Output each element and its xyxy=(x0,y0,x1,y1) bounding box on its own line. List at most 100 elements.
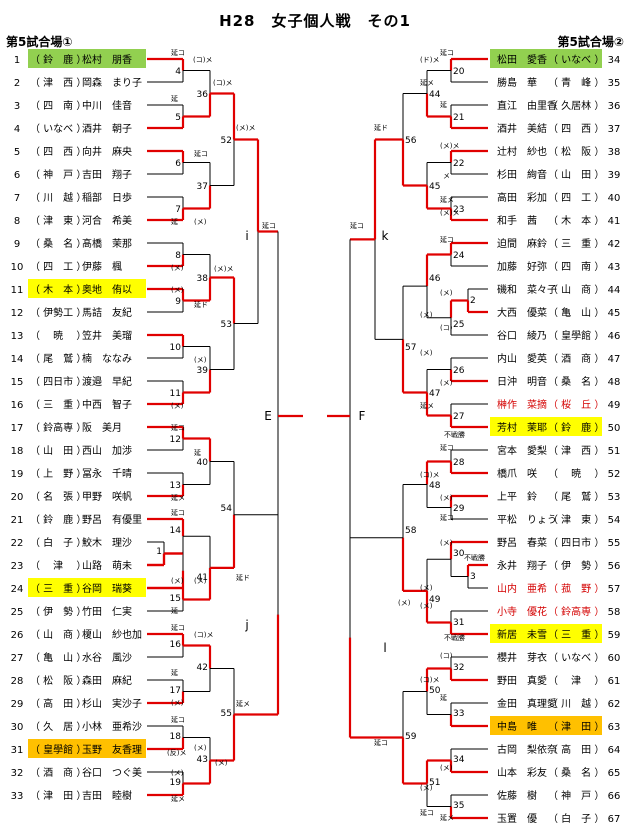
seed-number: 67 xyxy=(608,814,621,825)
team-name: （ 四 工 ） xyxy=(548,192,604,204)
player-name: 松田 愛香 xyxy=(497,53,547,66)
team-name: （ いなべ ） xyxy=(548,54,604,66)
player-name: 日沖 明音 xyxy=(497,375,547,388)
score-note: 延ド xyxy=(374,123,388,132)
team-name: （ 白 子 ） xyxy=(30,536,86,549)
score-note: 延 xyxy=(171,94,178,103)
team-name: （ 四 南 ） xyxy=(30,99,86,112)
seed-number: 7 xyxy=(14,193,20,204)
team-name: （ 四日市 ） xyxy=(30,375,86,388)
score-note: (コ)メ xyxy=(194,631,213,639)
team-name: （ 暁 ） xyxy=(30,330,86,342)
score-note: (メ) xyxy=(171,577,184,585)
seed-number: 45 xyxy=(608,308,621,319)
team-name: （ 伊勢工 ） xyxy=(30,306,86,319)
match-number: 52 xyxy=(221,136,232,146)
match-number: 20 xyxy=(453,67,465,77)
score-note: 延メ xyxy=(171,493,185,502)
match-number: 37 xyxy=(197,182,208,192)
player-name: 中西 智子 xyxy=(82,398,132,411)
score-note: (メ) xyxy=(420,784,433,792)
score-note: 延 xyxy=(171,217,178,226)
match-number: 10 xyxy=(170,343,182,353)
team-name: （ 高 田 ） xyxy=(30,697,86,710)
player-name: 甲野 咲帆 xyxy=(82,490,132,503)
score-note: 延コ xyxy=(194,149,208,158)
seed-number: 51 xyxy=(608,446,621,457)
seed-number: 48 xyxy=(608,377,621,388)
team-name: （ 白 子 ） xyxy=(548,812,604,825)
score-note: (コ)メ xyxy=(193,56,212,64)
seed-number: 52 xyxy=(608,469,621,480)
seed-number: 65 xyxy=(608,768,621,779)
score-note: 延 xyxy=(194,448,201,457)
team-name: （ 津 東 ） xyxy=(30,214,86,227)
seed-number: 25 xyxy=(11,607,24,618)
seed-number: 20 xyxy=(11,492,24,503)
seed-number: 34 xyxy=(608,55,621,66)
match-number: 25 xyxy=(453,320,464,330)
player-name: 髙橋 茉那 xyxy=(82,237,132,250)
score-note: 延コ xyxy=(440,513,454,522)
seed-number: 59 xyxy=(608,630,621,641)
team-name: （ 三 重 ） xyxy=(548,237,604,250)
score-note: 延 xyxy=(440,693,447,702)
score-note: 延コ xyxy=(171,48,185,57)
player-name: 谷岡 瑞葵 xyxy=(82,583,132,595)
match-number: 39 xyxy=(197,366,209,376)
seed-number: 66 xyxy=(608,791,621,802)
match-number: 3 xyxy=(470,572,476,582)
team-name: （ 尾 鷲 ） xyxy=(548,490,604,503)
seed-number: 27 xyxy=(11,653,24,664)
team-name: （ 山 田 ） xyxy=(548,169,604,181)
match-number: 45 xyxy=(429,182,440,192)
team-name: （ 名 張 ） xyxy=(30,490,86,503)
block-label: l xyxy=(383,641,386,655)
player-name: 谷口 つぐ美 xyxy=(82,766,142,779)
page-title: H28 女子個人戦 その1 xyxy=(219,12,411,30)
match-number: 35 xyxy=(453,801,464,811)
player-name: 笠井 美瑠 xyxy=(82,329,132,342)
seed-number: 57 xyxy=(608,584,621,595)
team-name: （ 津 田 ） xyxy=(30,790,86,802)
score-note: 延コ xyxy=(440,443,454,452)
team-name: （ 松 阪 ） xyxy=(30,674,86,687)
score-note: 延 xyxy=(171,668,178,677)
match-number: 42 xyxy=(197,663,208,673)
score-note: 延コ xyxy=(262,221,276,230)
match-number: 14 xyxy=(170,526,182,536)
seed-number: 49 xyxy=(608,400,621,411)
match-number: 32 xyxy=(453,663,464,673)
match-number: 13 xyxy=(170,481,181,491)
score-note: 不戦勝 xyxy=(444,633,465,642)
team-name: （ 四 工 ） xyxy=(30,261,86,273)
score-note: (コ) xyxy=(440,652,453,660)
seed-number: 47 xyxy=(608,354,621,365)
score-note: (メ) xyxy=(440,494,453,502)
player-name: 櫻井 芽衣 xyxy=(497,651,547,664)
player-name: 向井 麻央 xyxy=(82,145,132,158)
player-name: 吉田 翔子 xyxy=(82,168,132,181)
team-name: （ 山 商 ） xyxy=(30,628,86,641)
score-note: (メ) xyxy=(398,599,411,607)
player-name: 森田 麻紀 xyxy=(82,674,132,687)
seed-number: 5 xyxy=(14,147,20,158)
player-name: 野呂 春菜 xyxy=(497,537,547,549)
score-note: 延 xyxy=(171,606,178,615)
seed-number: 35 xyxy=(608,78,621,89)
team-name: （ いなべ ） xyxy=(30,123,86,135)
score-note: (メ)メ xyxy=(440,142,459,150)
player-name: 小寺 優花 xyxy=(497,605,547,618)
team-name: （ 桑 名 ） xyxy=(548,375,604,388)
highlight-box xyxy=(28,279,146,298)
score-note: 延コ xyxy=(171,508,185,517)
team-name: （ 四 南 ） xyxy=(548,260,604,273)
player-name: 西山 加渉 xyxy=(82,444,132,457)
seed-number: 15 xyxy=(11,377,24,388)
team-name: （ 久居林 ） xyxy=(548,99,604,112)
player-name: 小林 亜希沙 xyxy=(82,720,142,733)
team-name: （ 神 戸 ） xyxy=(548,789,604,802)
player-name: 榎山 紗也加 xyxy=(82,628,142,641)
score-note: (メ)メ xyxy=(214,265,233,273)
player-name: 谷口 綾乃 xyxy=(497,329,547,342)
